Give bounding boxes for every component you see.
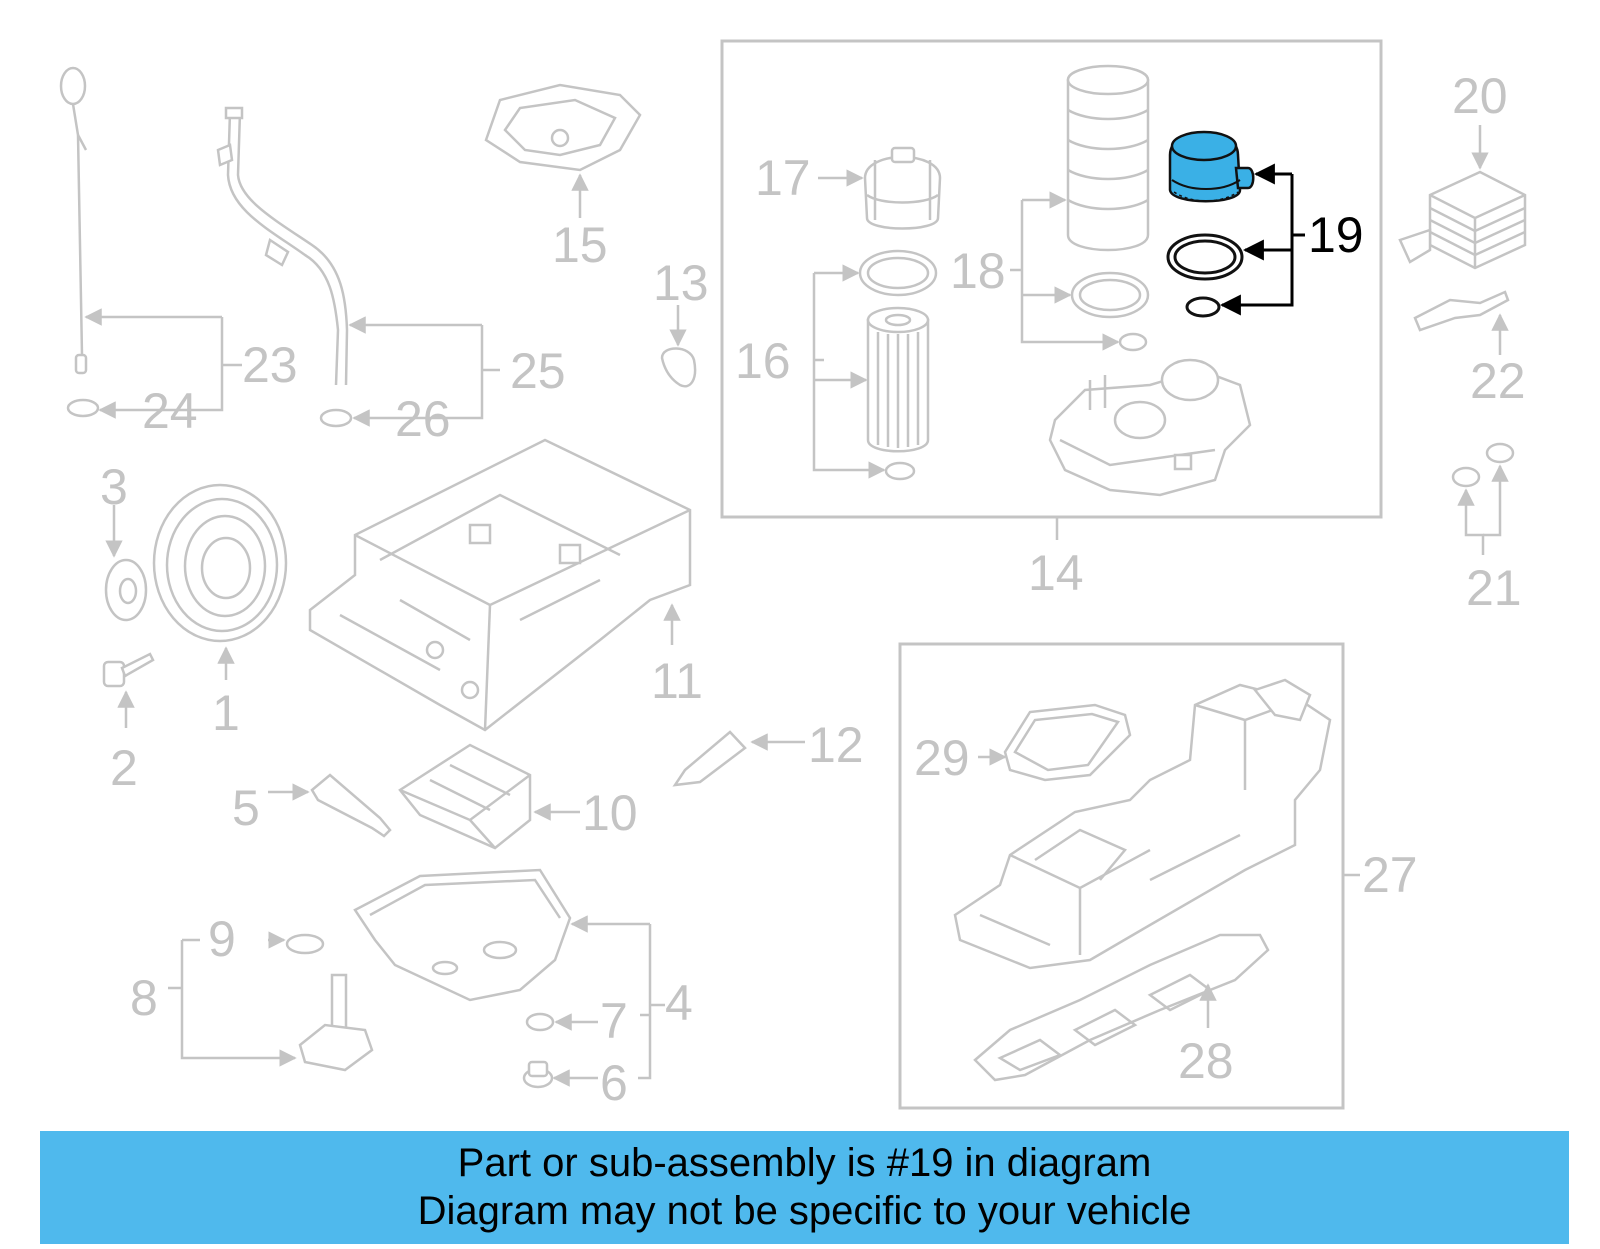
label-15: 15 — [552, 217, 608, 273]
label-12: 12 — [808, 717, 864, 773]
part-1-pulley — [152, 483, 288, 643]
label-1: 1 — [212, 685, 240, 741]
label-27: 27 — [1362, 847, 1418, 903]
label-28: 28 — [1178, 1033, 1234, 1089]
part-4-oil-pan — [353, 868, 572, 1002]
label-3: 3 — [100, 459, 128, 515]
label-26: 26 — [395, 391, 451, 447]
part-14-oil-filter-housing — [1048, 358, 1252, 497]
part-23-dipstick — [59, 66, 88, 375]
part-8-sensor — [298, 973, 374, 1072]
part-26-oring — [319, 408, 353, 428]
label-9: 9 — [208, 911, 236, 967]
part-25-tube — [216, 106, 349, 386]
label-18: 18 — [950, 243, 1006, 299]
label-29: 29 — [914, 730, 970, 786]
part-16-filter — [858, 249, 938, 481]
banner-line-1: Part or sub-assembly is #19 in diagram — [457, 1141, 1152, 1185]
label-4: 4 — [665, 975, 693, 1031]
part-3-washer — [104, 558, 148, 622]
banner-line-2: Diagram may not be specific to your vehi… — [417, 1189, 1192, 1233]
label-11: 11 — [651, 653, 703, 709]
part-labels: 1 2 3 4 5 6 7 8 9 10 11 12 13 14 15 16 1… — [100, 68, 1526, 1111]
label-7: 7 — [600, 993, 628, 1049]
part-22-gasket — [1413, 290, 1510, 332]
group-box-14 — [720, 39, 1383, 519]
label-5: 5 — [232, 780, 260, 836]
part-19-highlighted — [1166, 130, 1255, 318]
label-2: 2 — [110, 740, 138, 796]
part-29-gasket — [1003, 703, 1132, 782]
label-10: 10 — [582, 785, 638, 841]
label-23: 23 — [242, 337, 298, 393]
part-21-seal-a — [1451, 466, 1481, 488]
part-17-cap — [863, 146, 942, 230]
part-12-tube — [672, 730, 747, 787]
part-21-seal-b — [1485, 442, 1515, 464]
label-25: 25 — [510, 343, 566, 399]
part-15-cover — [484, 83, 642, 172]
label-21: 21 — [1466, 560, 1522, 616]
label-22: 22 — [1470, 353, 1526, 409]
part-9-oring — [285, 933, 325, 955]
part-18-housing — [1066, 64, 1150, 352]
parts-diagram: 1 2 3 4 5 6 7 8 9 10 11 12 13 14 15 16 1… — [59, 39, 1527, 1111]
leader-lines — [84, 125, 1509, 1087]
label-13: 13 — [653, 255, 709, 311]
part-20-oil-cooler — [1398, 170, 1527, 270]
label-19: 19 — [1308, 207, 1364, 263]
label-17: 17 — [755, 150, 811, 206]
label-8: 8 — [130, 970, 158, 1026]
part-2-bolt — [102, 652, 155, 688]
part-27-manifold — [953, 678, 1332, 970]
label-6: 6 — [600, 1055, 628, 1111]
part-24-oring — [66, 398, 100, 418]
part-7-washer — [525, 1012, 555, 1032]
label-16: 16 — [735, 333, 791, 389]
part-11-block — [308, 438, 692, 732]
part-6-plug — [522, 1060, 554, 1089]
part-13-clip — [660, 347, 697, 388]
label-24: 24 — [142, 383, 198, 439]
label-20: 20 — [1452, 68, 1508, 124]
part-5-tube — [310, 773, 392, 838]
label-14: 14 — [1028, 545, 1084, 601]
part-10-bracket — [398, 743, 532, 850]
info-banner: Part or sub-assembly is #19 in diagram D… — [40, 1131, 1569, 1244]
